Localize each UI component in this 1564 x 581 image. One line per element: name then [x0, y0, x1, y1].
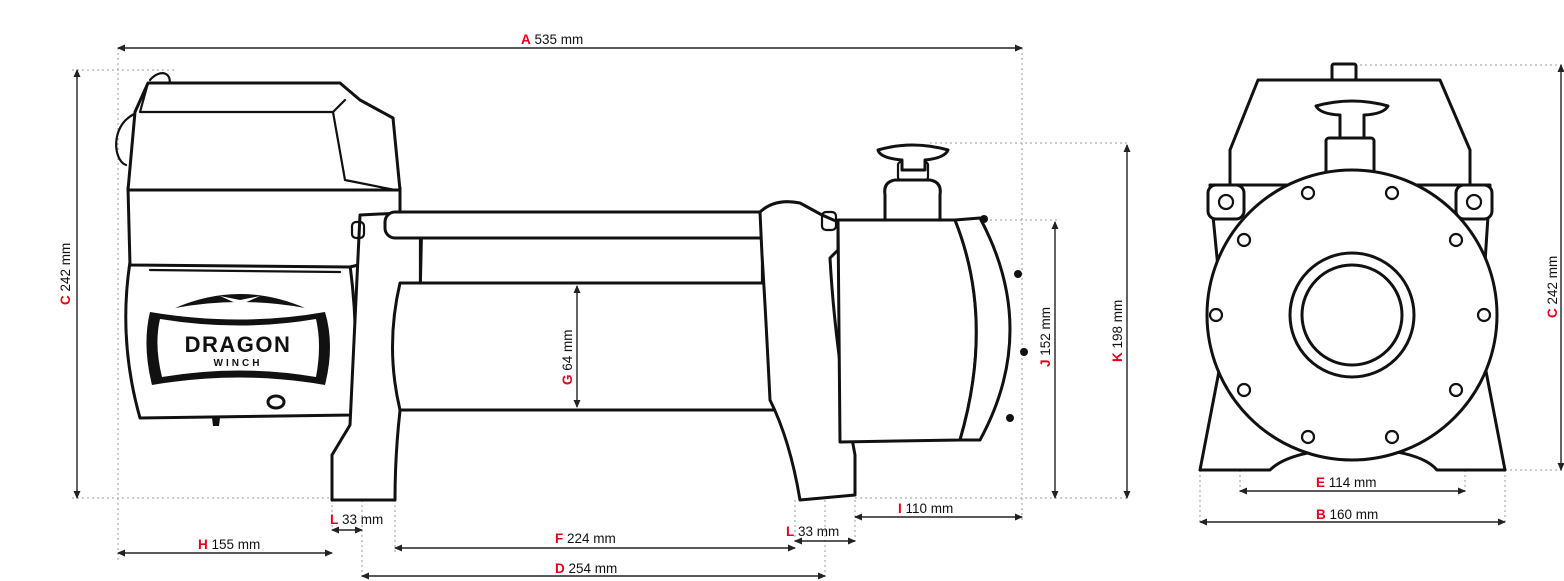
dim-key-e: E: [1316, 475, 1325, 490]
right-plate-bolt: [820, 210, 838, 232]
dim-label-f: F 224 mm: [555, 531, 616, 546]
dim-value-k: 198 mm: [1110, 300, 1125, 349]
dim-label-a: A 535 mm: [521, 32, 583, 47]
dim-label-i: I 110 mm: [898, 501, 953, 516]
control-box-bevel: [331, 110, 397, 192]
dim-value-g: 64 mm: [560, 329, 575, 370]
control-box-upper: [126, 81, 402, 192]
dim-value-e: 114 mm: [1329, 475, 1377, 490]
dim-label-d: D 254 mm: [555, 561, 617, 576]
motor-cable: [115, 110, 142, 167]
dim-key-c-side: C: [58, 295, 73, 305]
dim-key-a: A: [521, 32, 531, 47]
motor-drain: [212, 418, 220, 426]
gearbox-housing: [836, 218, 978, 444]
cable-drum: [391, 281, 792, 412]
dim-value-h: 155 mm: [212, 537, 261, 552]
dim-key-c-front: C: [1545, 308, 1560, 318]
dim-value-c-side: 242 mm: [58, 243, 73, 292]
dim-value-f: 224 mm: [567, 531, 616, 546]
dim-key-h: H: [198, 537, 208, 552]
dim-key-f: F: [555, 531, 563, 546]
dim-key-b: B: [1316, 507, 1326, 522]
front-clutch-knob: [1314, 99, 1390, 140]
extension-lines: [72, 48, 1564, 578]
gearbox-end-cap: [953, 216, 1012, 442]
dim-key-j: J: [1038, 359, 1053, 367]
dimension-lines: A 535 mm C 242 mm G 64 mm J 152 mm K 198…: [58, 32, 1564, 580]
tie-rod: [383, 210, 807, 240]
dim-label-b: B 160 mm: [1316, 507, 1378, 522]
dim-key-g: G: [560, 374, 575, 385]
dim-label-c-side: C 242 mm: [58, 243, 73, 305]
dim-value-l-right: 33 mm: [798, 524, 839, 539]
front-knob-cap: [1330, 62, 1358, 82]
dim-label-j: J 152 mm: [1038, 307, 1053, 367]
dim-value-a: 535 mm: [535, 32, 584, 47]
dim-label-l-right: L 33 mm: [786, 524, 839, 539]
dim-label-h: H 155 mm: [198, 537, 260, 552]
front-drum-bore: [1300, 263, 1404, 367]
dim-value-i: 110 mm: [906, 501, 954, 516]
brand-name: DRAGON: [185, 332, 292, 357]
winch-front-view: [1198, 62, 1507, 472]
motor-bolt: [266, 394, 286, 410]
dim-key-i: I: [898, 501, 902, 516]
motor-seam: [148, 268, 342, 274]
left-plate-bolt: [350, 220, 366, 240]
front-corner-left: [1206, 183, 1246, 221]
dim-label-c-front: C 242 mm: [1545, 256, 1560, 318]
dim-value-c-front: 242 mm: [1545, 256, 1560, 305]
dim-key-k: K: [1110, 352, 1125, 362]
dim-value-b: 160 mm: [1330, 507, 1379, 522]
dim-label-k: K 198 mm: [1110, 300, 1125, 362]
clutch-knob: [876, 143, 950, 222]
dim-label-l-left: L 33 mm: [330, 512, 383, 527]
dim-value-j: 152 mm: [1038, 307, 1053, 356]
right-support-plate: [758, 200, 857, 502]
dim-label-g: G 64 mm: [560, 329, 575, 385]
control-box-edge: [138, 81, 347, 114]
front-corner-right: [1454, 183, 1494, 221]
dim-key-l-left: L: [330, 512, 338, 527]
dim-key-d: D: [555, 561, 565, 576]
dragon-winch-logo: DRAGON WINCH: [146, 294, 330, 385]
dim-label-e: E 114 mm: [1316, 475, 1377, 490]
front-flange-bolts: [1208, 185, 1492, 445]
dim-key-l-right: L: [786, 524, 794, 539]
dim-value-d: 254 mm: [569, 561, 618, 576]
winch-side-view: DRAGON WINCH: [115, 72, 1028, 502]
dim-value-l-left: 33 mm: [342, 512, 383, 527]
brand-sub: WINCH: [214, 358, 263, 369]
